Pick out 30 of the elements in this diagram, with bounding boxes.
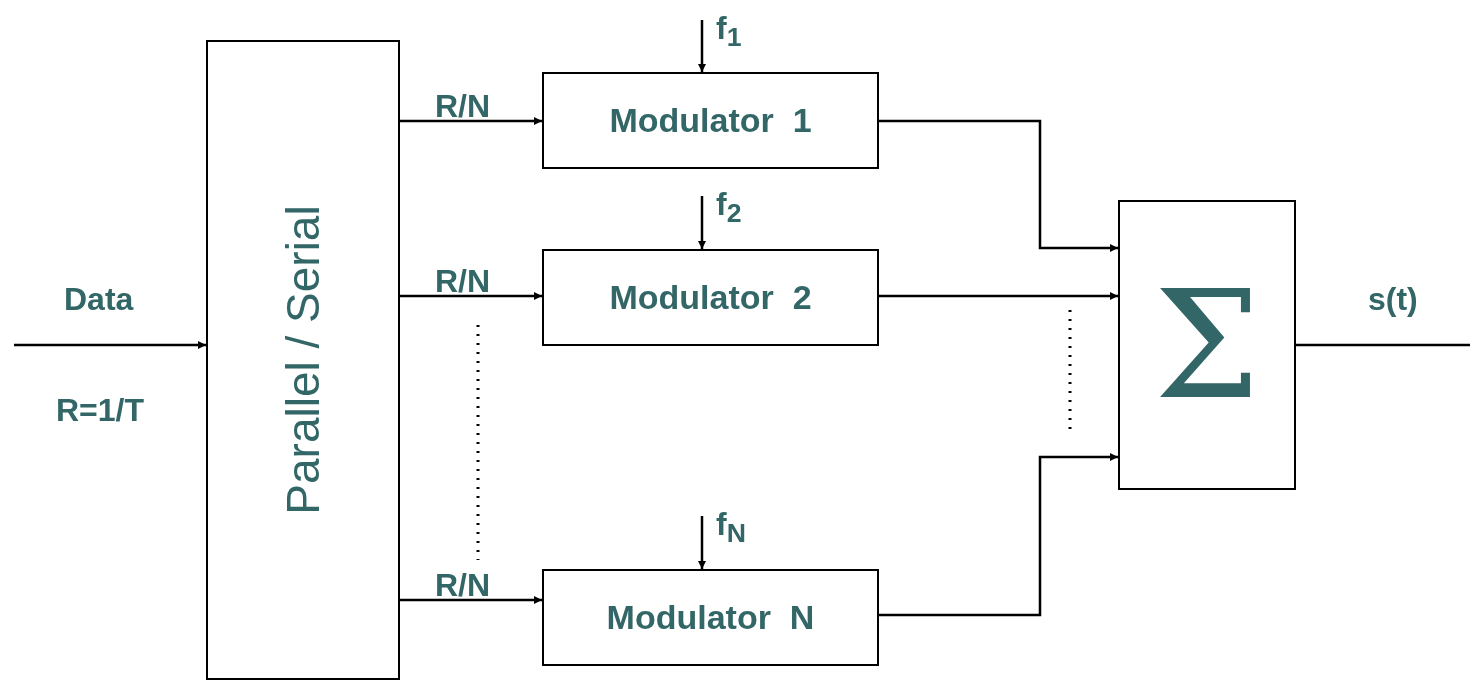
edge-label: f$_{2}$ — [716, 188, 742, 228]
node-label: Modulator 1 — [609, 101, 812, 140]
rate-label: R=1/T — [56, 394, 145, 426]
node-label: Modulator N — [606, 598, 815, 637]
arrow — [14, 341, 206, 349]
arrow — [698, 516, 706, 569]
node-label: Modulator 2 — [609, 278, 812, 317]
arrow — [879, 453, 1118, 617]
arrow — [400, 596, 542, 604]
process-box — [206, 40, 400, 680]
process-box — [542, 249, 879, 346]
arrow — [879, 119, 1118, 252]
summer-box — [1118, 200, 1296, 490]
edge-label: f$_{N}$ — [716, 508, 746, 548]
edge-label: R/N — [435, 569, 491, 601]
edge-label: s(t) — [1368, 283, 1418, 315]
arrow — [400, 292, 542, 300]
arrow — [698, 196, 706, 249]
arrow — [400, 117, 542, 125]
process-box — [542, 72, 879, 169]
arrow — [879, 292, 1118, 300]
edge-label: R/N — [435, 265, 491, 297]
edge-label: f$_{1}$ — [716, 12, 742, 52]
sum-symbol: Σ — [1153, 270, 1261, 420]
arrow — [698, 20, 706, 72]
edge-label: R/N — [435, 90, 491, 122]
connector-line — [1296, 343, 1470, 347]
edge-label: Data — [64, 283, 134, 315]
node-label: Parallel / Serial — [276, 205, 330, 515]
process-box — [542, 569, 879, 666]
